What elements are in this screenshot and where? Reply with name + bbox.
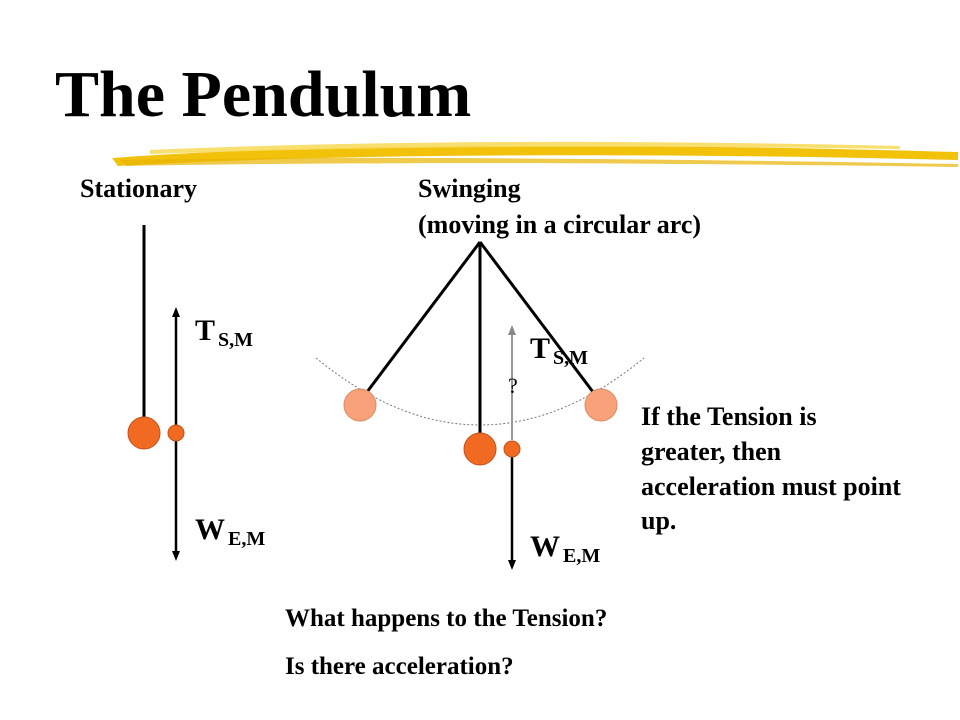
stationary-weight-symbol: W — [195, 513, 225, 546]
acceleration-note: If the Tension is greater, then accelera… — [641, 402, 901, 536]
swing-bob-center — [463, 432, 497, 466]
question-acceleration: Is there acceleration? — [285, 653, 514, 680]
stationary-bob — [127, 416, 161, 450]
swing-string-right — [478, 241, 595, 393]
swinging-subheading: (moving in a circular arc) — [418, 210, 702, 239]
stationary-point-mass — [167, 424, 185, 442]
swing-point-mass — [503, 440, 521, 458]
unknown-tension-mark: ? — [508, 373, 518, 398]
swing-bob-right — [584, 388, 618, 422]
swing-bob-left — [343, 388, 377, 422]
slide-title: The Pendulum — [55, 58, 472, 131]
swing-string-left — [365, 241, 482, 393]
swing-tension-symbol: T — [530, 332, 551, 365]
stationary-heading: Stationary — [80, 174, 197, 203]
stationary-tension-subscript: S,M — [218, 329, 254, 351]
title-underline-swoosh — [112, 141, 958, 167]
stationary-weight-subscript: E,M — [228, 528, 266, 550]
swing-weight-subscript: E,M — [563, 545, 601, 567]
swing-weight-symbol: W — [530, 530, 560, 563]
swing-tension-subscript: S,M — [553, 347, 589, 369]
swinging-heading: Swinging — [418, 174, 521, 203]
stationary-tension-symbol: T — [195, 314, 216, 347]
question-tension: What happens to the Tension? — [285, 605, 608, 632]
